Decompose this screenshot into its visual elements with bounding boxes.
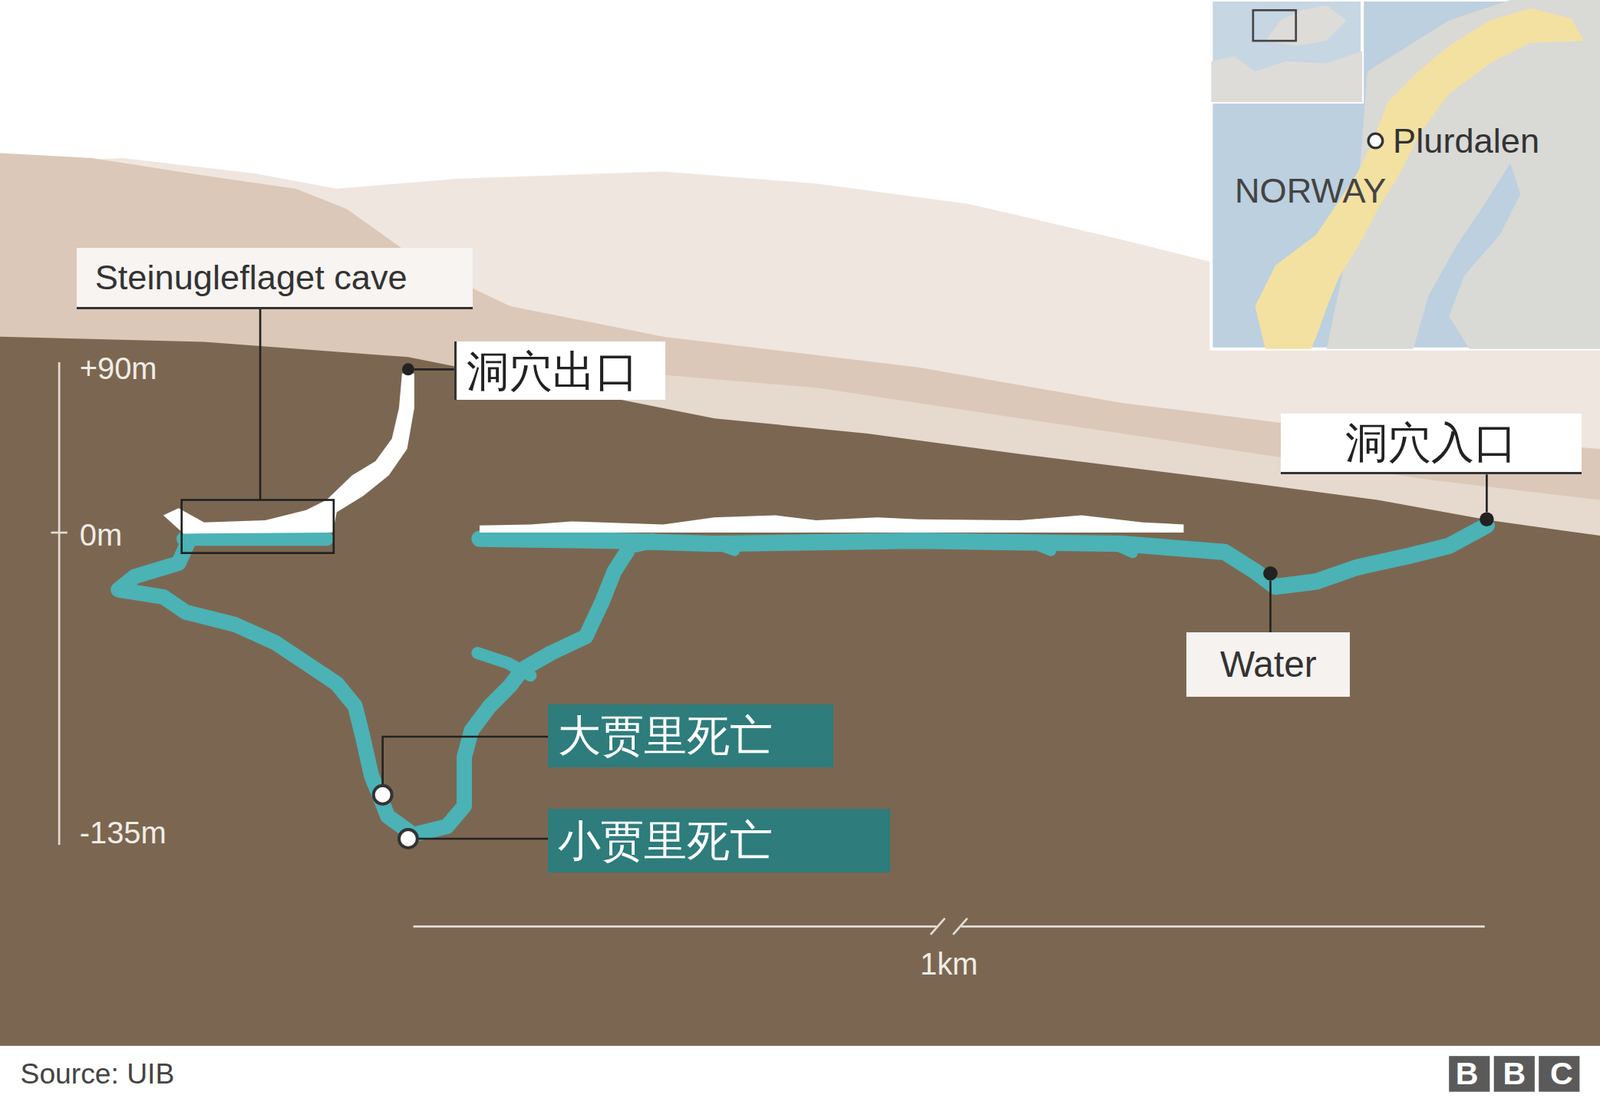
depth-label: +90m <box>79 352 158 386</box>
box-text: 小贾里死亡 <box>557 817 773 865</box>
depth-label: -135m <box>79 816 167 851</box>
country-name: NORWAY <box>1234 171 1387 211</box>
exit-label-box: 洞穴出口 <box>454 341 666 400</box>
box-text: 洞穴出口 <box>466 347 639 395</box>
water-label-box: Water <box>1186 632 1350 697</box>
logo-text: BBC <box>1431 1057 1598 1092</box>
source-note: Source: UIB <box>20 1057 175 1089</box>
scale-label: 1km <box>920 947 978 982</box>
box-text: Water <box>1220 644 1317 686</box>
cave-name-box: Steinugleflaget cave <box>76 247 473 310</box>
place-name: Plurdalen <box>1392 122 1540 161</box>
death-label-box: 小贾里死亡 <box>547 808 890 872</box>
entrance-label-box: 洞穴入口 <box>1280 413 1582 476</box>
depth-label: 0m <box>79 518 123 553</box>
box-text: 洞穴入口 <box>1345 418 1518 466</box>
death-label-box: 大贾里死亡 <box>547 704 834 768</box>
box-text: Steinugleflaget cave <box>95 258 408 297</box>
box-text: 大贾里死亡 <box>557 712 773 759</box>
